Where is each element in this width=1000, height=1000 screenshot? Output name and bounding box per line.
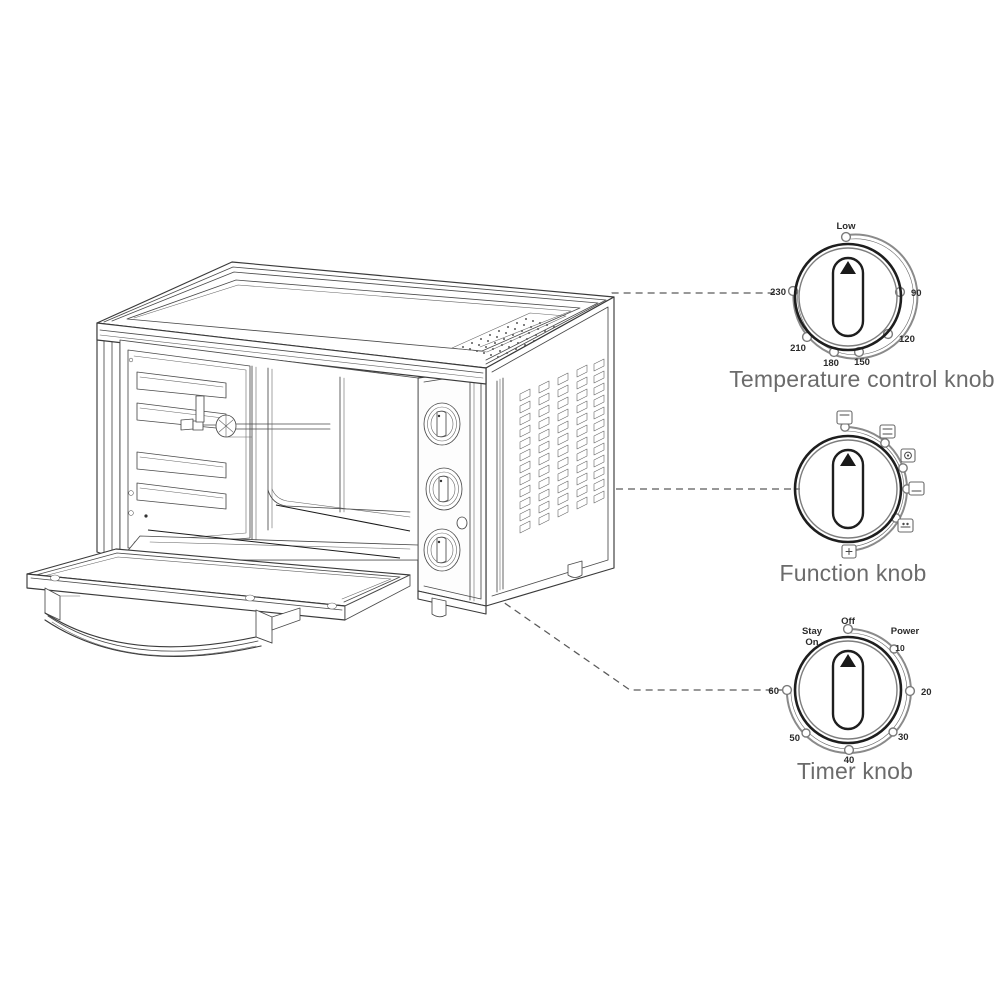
timer-knob-body[interactable] (793, 635, 903, 745)
temperature-knob-body[interactable] (793, 242, 903, 352)
timer-label-60: 60 (768, 686, 779, 697)
light-icon (841, 544, 857, 559)
tick-low (840, 231, 852, 243)
timer-label-off: Off (841, 616, 856, 627)
timer-pointer-arrow (840, 654, 856, 667)
callout-function-knob: Function knob (779, 410, 926, 586)
oven-appliance (26, 261, 615, 657)
temperature-knob-pointer (831, 256, 865, 338)
temp-label-low: Low (837, 221, 857, 232)
tick-120 (882, 328, 894, 340)
timer-label-10: 10 (895, 643, 905, 653)
temperature-knob-caption: Temperature control knob (729, 366, 995, 392)
temperature-pointer-arrow (840, 261, 856, 274)
temp-label-210: 210 (790, 343, 806, 354)
timer-label-on: On (805, 637, 818, 648)
temp-label-120: 120 (899, 334, 915, 345)
panel-knob-function[interactable] (425, 467, 463, 511)
function-mode-icons (836, 410, 925, 559)
function-knob-body[interactable] (793, 434, 903, 544)
bottom-heat-icon (908, 481, 925, 496)
timer-dial-scale: Off Power 10 20 30 40 50 60 Stay On (768, 616, 931, 766)
side-vent-slots (519, 358, 605, 534)
function-knob-pointer (831, 448, 865, 530)
temp-label-150: 150 (854, 357, 870, 368)
panel-knob-timer[interactable] (423, 528, 461, 572)
panel-knob-temperature[interactable] (423, 402, 461, 446)
tick-timer-10 (889, 644, 899, 654)
oven-top-panel (96, 261, 615, 369)
timer-knob-pointer (831, 649, 865, 731)
oven-side-panel (485, 296, 615, 607)
rotisserie-spit (180, 395, 331, 438)
heating-element-lower (147, 529, 401, 559)
power-indicator-light (456, 516, 468, 530)
fan-heat-icon (900, 448, 916, 463)
tick-timer-40 (843, 744, 855, 756)
timer-label-stay: Stay (802, 626, 823, 637)
tick-timer-20 (904, 685, 916, 697)
top-heat-icon (836, 410, 853, 425)
rotisserie-icon (897, 518, 914, 533)
tick-timer-60 (781, 684, 793, 696)
function-pointer-arrow (840, 453, 856, 466)
top-bottom-heat-icon (879, 424, 896, 439)
function-dial-scale (836, 410, 925, 559)
timer-label-20: 20 (921, 687, 932, 698)
temp-label-90: 90 (911, 288, 922, 299)
oven-foot-rear (567, 560, 583, 578)
oven-control-panel (417, 367, 487, 618)
tick-timer-30 (888, 727, 898, 737)
callout-timer-knob: Off Power 10 20 30 40 50 60 Stay On Time… (768, 616, 931, 784)
temp-label-180: 180 (823, 358, 839, 369)
oven-cavity (96, 322, 487, 561)
timer-label-30: 30 (898, 732, 909, 743)
temp-label-230: 230 (770, 287, 786, 298)
door-handle[interactable] (44, 587, 301, 657)
oven-foot-front-right (431, 597, 447, 618)
rack-guide-rails (136, 371, 227, 510)
temperature-dial-scale: Low 90 120 150 180 210 230 (770, 221, 921, 369)
function-knob-caption: Function knob (779, 560, 926, 586)
tick-timer-off (842, 623, 854, 635)
heating-element-upper (275, 504, 411, 532)
timer-label-40: 40 (844, 755, 855, 766)
timer-knob-caption: Timer knob (797, 758, 913, 784)
timer-label-50: 50 (789, 733, 800, 744)
tick-function-2 (880, 438, 890, 448)
timer-label-power: Power (891, 626, 920, 637)
callout-temperature-control-knob: Low 90 120 150 180 210 230 Temperature c… (729, 221, 995, 392)
tick-timer-50 (801, 728, 811, 738)
oven-door[interactable] (26, 548, 411, 657)
tick-function-3 (898, 463, 908, 473)
